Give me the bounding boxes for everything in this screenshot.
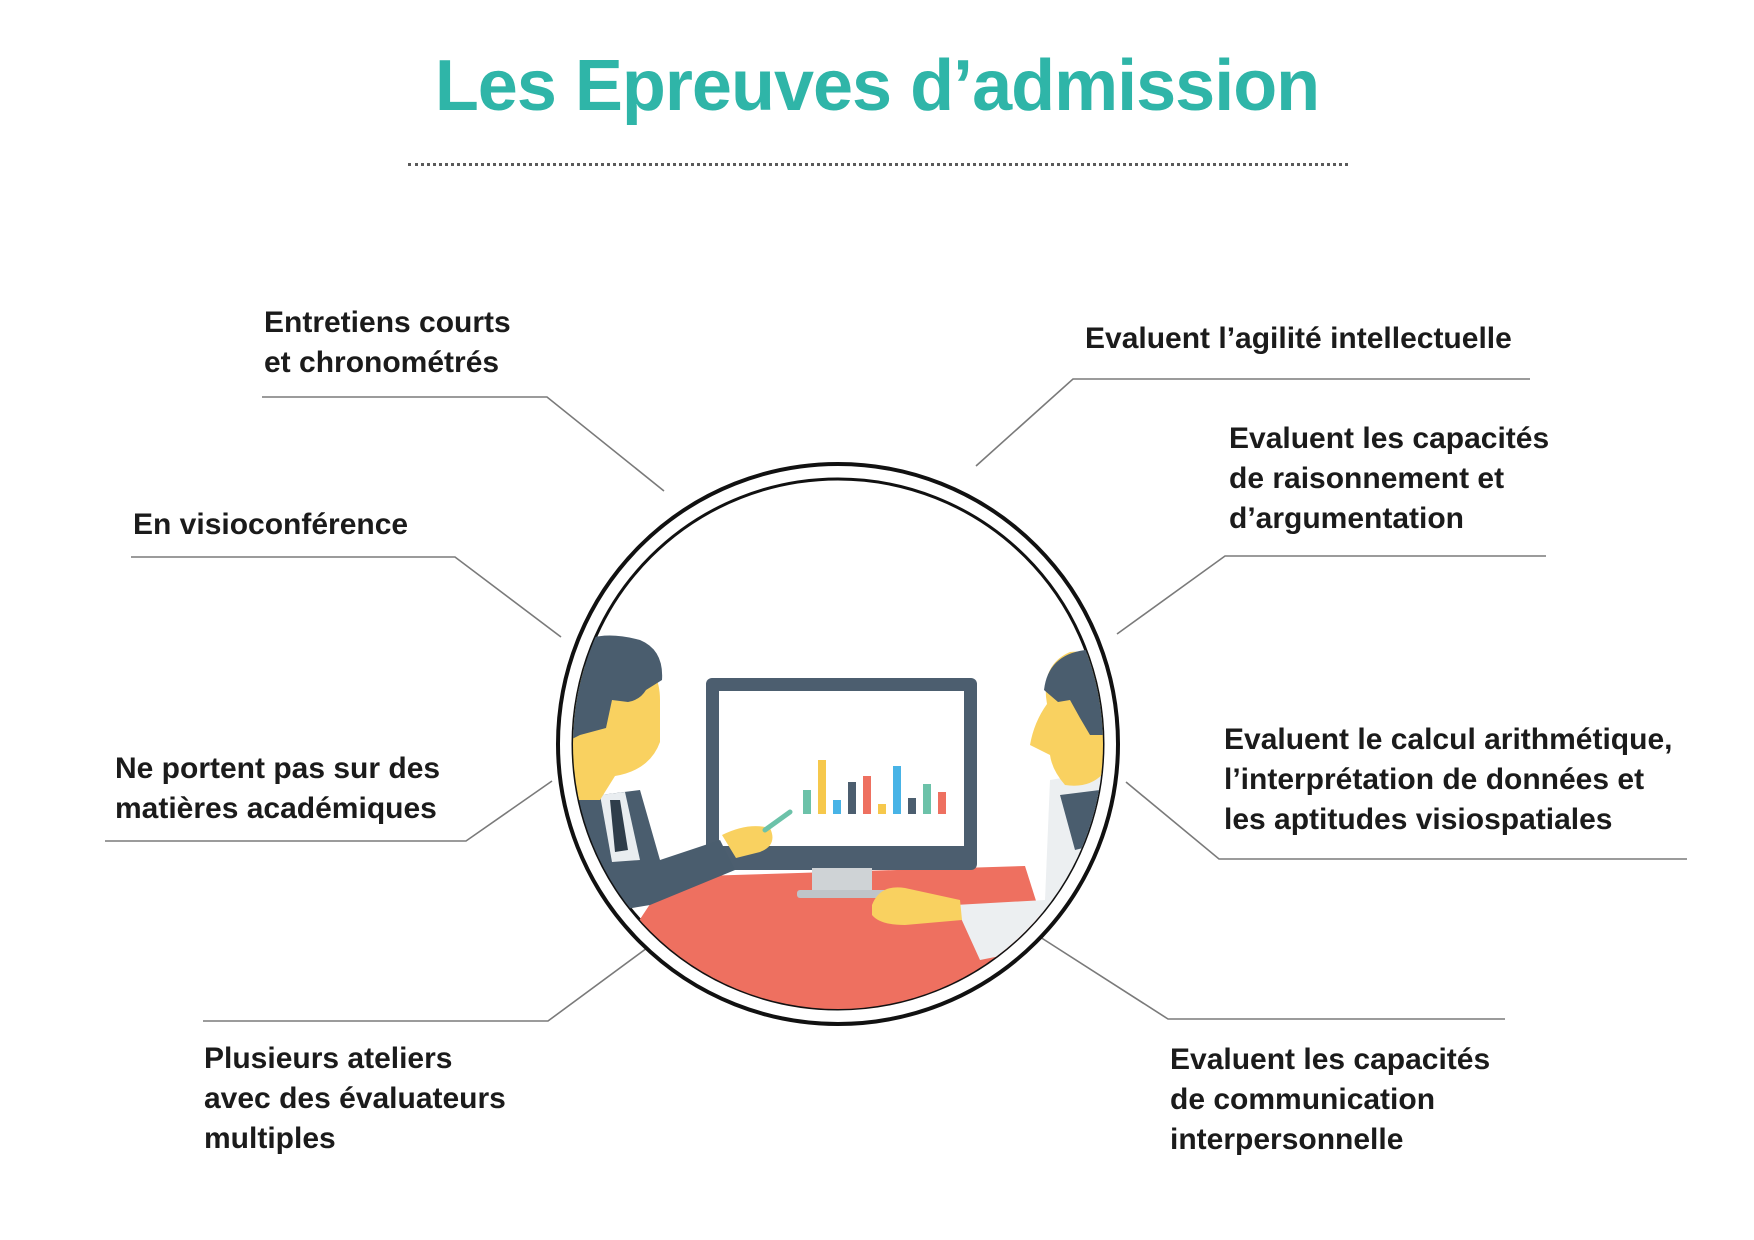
right-item-3-line-1: Evaluent le calcul arithmétique, bbox=[1224, 723, 1673, 756]
pen-icon bbox=[762, 809, 793, 833]
bar-chart-icon bbox=[803, 760, 946, 814]
left-item-4-line-2: avec des évaluateurs bbox=[204, 1082, 506, 1115]
screen-bar bbox=[818, 760, 826, 814]
screen-bar bbox=[893, 766, 901, 814]
left-item-2: En visioconférence bbox=[133, 505, 408, 545]
right-item-4: Evaluent les capacités de communication … bbox=[1170, 1040, 1490, 1160]
right-item-3: Evaluent le calcul arithmétique, l’inter… bbox=[1224, 720, 1672, 840]
screen-bar bbox=[923, 784, 931, 814]
connector-left-2 bbox=[131, 556, 562, 638]
connector-left-1 bbox=[262, 396, 665, 492]
screen-bar bbox=[848, 782, 856, 814]
right-item-4-line-3: interpersonnelle bbox=[1170, 1123, 1404, 1156]
right-item-4-line-1: Evaluent les capacités bbox=[1170, 1043, 1491, 1076]
left-item-1-line-2: et chronométrés bbox=[264, 346, 500, 379]
screen-bar bbox=[878, 804, 886, 814]
screen-bar bbox=[833, 800, 841, 814]
connector-left-4 bbox=[203, 947, 648, 1022]
connector-right-4 bbox=[1039, 936, 1505, 1020]
title-dotted-divider bbox=[408, 163, 1348, 166]
right-item-2-line-2: de raisonnement et bbox=[1229, 462, 1505, 495]
left-item-2-line-1: En visioconférence bbox=[133, 508, 409, 541]
left-item-3-line-2: matières académiques bbox=[115, 792, 437, 825]
screen-bar bbox=[803, 790, 811, 814]
page-title: Les Epreuves d’admission bbox=[434, 46, 1320, 126]
right-item-4-line-2: de communication bbox=[1170, 1083, 1436, 1116]
right-item-3-line-2: l’interprétation de données et bbox=[1224, 763, 1645, 796]
right-item-3-line-3: les aptitudes visiospatiales bbox=[1224, 803, 1613, 836]
left-item-1-line-1: Entretiens courts bbox=[264, 306, 511, 339]
connector-right-1 bbox=[975, 378, 1530, 467]
monitor-icon bbox=[706, 678, 977, 898]
left-item-3: Ne portent pas sur des matières académiq… bbox=[115, 749, 440, 829]
right-item-1-line-1: Evaluent l’agilité intellectuelle bbox=[1085, 322, 1512, 355]
screen-bar bbox=[938, 792, 946, 814]
left-item-1: Entretiens courts et chronométrés bbox=[264, 303, 511, 383]
screen-bar bbox=[908, 798, 916, 814]
right-item-1: Evaluent l’agilité intellectuelle bbox=[1085, 319, 1512, 359]
right-item-2-line-3: d’argumentation bbox=[1229, 502, 1465, 535]
left-item-4-line-1: Plusieurs ateliers bbox=[204, 1042, 453, 1075]
connector-right-3 bbox=[1125, 781, 1687, 860]
left-item-4-line-3: multiples bbox=[204, 1122, 336, 1155]
left-item-4: Plusieurs ateliers avec des évaluateurs … bbox=[204, 1039, 506, 1159]
right-item-2-line-1: Evaluent les capacités bbox=[1229, 422, 1550, 455]
connector-right-2 bbox=[1116, 555, 1546, 635]
connector-left-3 bbox=[105, 780, 553, 842]
screen-bar bbox=[863, 776, 871, 814]
right-item-2: Evaluent les capacités de raisonnement e… bbox=[1229, 419, 1549, 539]
left-item-3-line-1: Ne portent pas sur des bbox=[115, 752, 441, 785]
